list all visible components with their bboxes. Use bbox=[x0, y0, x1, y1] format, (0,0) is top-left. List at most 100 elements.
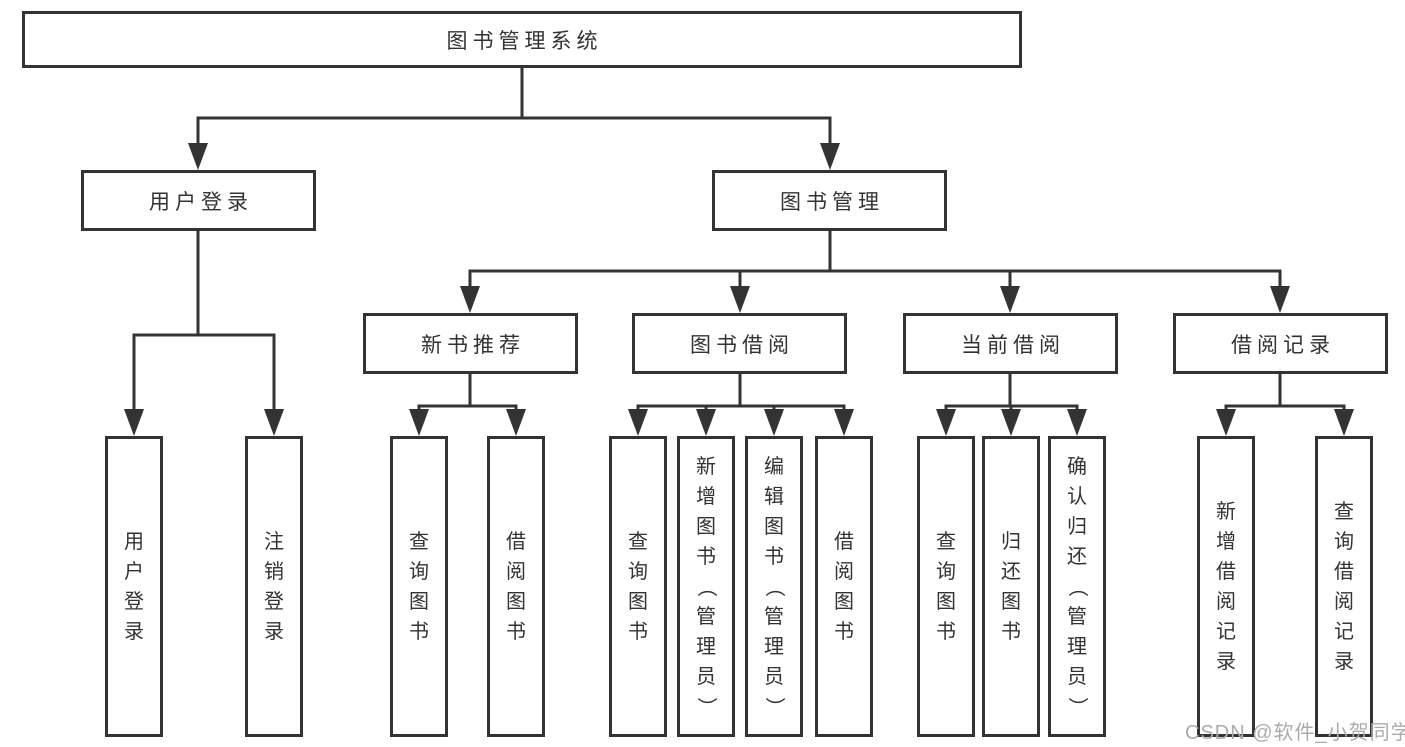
vertical-char: 书 bbox=[1001, 620, 1021, 643]
node-book-management: 图书管理 bbox=[712, 170, 947, 231]
vertical-char: 录 bbox=[1216, 650, 1236, 673]
vertical-char: 登 bbox=[124, 590, 144, 613]
node-book-borrowing: 图书借阅 bbox=[632, 313, 847, 374]
node-label: 编辑图书（管理员） bbox=[763, 452, 785, 722]
vertical-char: 记 bbox=[1216, 620, 1236, 643]
vertical-char: （ bbox=[763, 576, 785, 597]
vertical-char: 图 bbox=[834, 590, 854, 613]
node-label: 新增借阅记录 bbox=[1216, 497, 1236, 677]
vertical-char: 归 bbox=[1001, 530, 1021, 553]
arrowhead-icon bbox=[460, 286, 480, 313]
vertical-char: 录 bbox=[264, 620, 284, 643]
vertical-char: 借 bbox=[506, 530, 526, 553]
arrowhead-icon bbox=[696, 409, 716, 436]
vertical-char: 录 bbox=[1334, 650, 1354, 673]
vertical-char: 辑 bbox=[764, 485, 784, 508]
node-library-management-system: 图书管理系统 bbox=[22, 11, 1022, 68]
vertical-char: 书 bbox=[628, 620, 648, 643]
node-label: 借阅图书 bbox=[834, 527, 854, 647]
vertical-char: 管 bbox=[764, 605, 784, 628]
node-return-books: 归还图书 bbox=[982, 436, 1040, 737]
vertical-char: 确 bbox=[1067, 455, 1087, 478]
node-label: 借阅图书 bbox=[506, 527, 526, 647]
node-label: 确认归还（管理员） bbox=[1066, 452, 1088, 722]
node-label: 借阅记录 bbox=[1231, 333, 1335, 357]
node-add-books-admin: 新增图书（管理员） bbox=[677, 436, 735, 737]
arrowhead-icon bbox=[1001, 409, 1021, 436]
node-query-books-borrowing: 查询图书 bbox=[609, 436, 667, 737]
vertical-char: 用 bbox=[124, 530, 144, 553]
vertical-char: 登 bbox=[264, 590, 284, 613]
watermark: CSDN @软件_小贺同学 bbox=[1185, 722, 1405, 744]
vertical-char: 图 bbox=[409, 590, 429, 613]
vertical-char: （ bbox=[695, 576, 717, 597]
vertical-char: 图 bbox=[506, 590, 526, 613]
node-borrowing-records: 借阅记录 bbox=[1173, 313, 1388, 374]
node-new-book-recommend: 新书推荐 bbox=[363, 313, 578, 374]
arrowhead-icon bbox=[1000, 286, 1020, 313]
vertical-char: 阅 bbox=[1334, 590, 1354, 613]
node-label: 注销登录 bbox=[264, 527, 284, 647]
vertical-char: 管 bbox=[696, 605, 716, 628]
arrowhead-icon bbox=[188, 143, 208, 170]
vertical-char: 图 bbox=[764, 515, 784, 538]
vertical-char: 录 bbox=[124, 620, 144, 643]
vertical-char: 借 bbox=[1216, 560, 1236, 583]
node-query-borrow-record: 查询借阅记录 bbox=[1315, 436, 1373, 737]
vertical-char: 图 bbox=[696, 515, 716, 538]
vertical-char: （ bbox=[1066, 576, 1088, 597]
node-borrow-books-leaf: 借阅图书 bbox=[815, 436, 873, 737]
node-query-books-current: 查询图书 bbox=[917, 436, 975, 737]
vertical-char: 书 bbox=[506, 620, 526, 643]
node-label: 新增图书（管理员） bbox=[695, 452, 717, 722]
arrowhead-icon bbox=[1216, 409, 1236, 436]
arrowhead-icon bbox=[264, 409, 284, 436]
node-label: 用户登录 bbox=[149, 190, 253, 214]
vertical-char: 图 bbox=[628, 590, 648, 613]
vertical-char: 新 bbox=[1216, 500, 1236, 523]
vertical-char: 书 bbox=[936, 620, 956, 643]
vertical-char: 还 bbox=[1001, 560, 1021, 583]
vertical-char: 查 bbox=[936, 530, 956, 553]
vertical-char: 阅 bbox=[834, 560, 854, 583]
node-logout: 注销登录 bbox=[245, 436, 303, 737]
arrowhead-icon bbox=[1270, 286, 1290, 313]
node-query-books-recommend: 查询图书 bbox=[390, 436, 448, 737]
vertical-char: 理 bbox=[764, 635, 784, 658]
vertical-char: 书 bbox=[696, 545, 716, 568]
vertical-char: 注 bbox=[264, 530, 284, 553]
node-current-borrowing: 当前借阅 bbox=[903, 313, 1118, 374]
vertical-char: 记 bbox=[1334, 620, 1354, 643]
arrowhead-icon bbox=[409, 409, 429, 436]
node-label: 当前借阅 bbox=[961, 333, 1065, 357]
node-borrow-books-recommend: 借阅图书 bbox=[487, 436, 545, 737]
vertical-char: 新 bbox=[696, 455, 716, 478]
node-label: 查询借阅记录 bbox=[1334, 497, 1354, 677]
vertical-char: 理 bbox=[696, 635, 716, 658]
vertical-char: 查 bbox=[409, 530, 429, 553]
vertical-char: 户 bbox=[124, 560, 144, 583]
vertical-char: 增 bbox=[696, 485, 716, 508]
arrowhead-icon bbox=[834, 409, 854, 436]
arrowhead-icon bbox=[1067, 409, 1087, 436]
vertical-char: 图 bbox=[936, 590, 956, 613]
node-label: 归还图书 bbox=[1001, 527, 1021, 647]
vertical-char: ） bbox=[763, 696, 785, 717]
vertical-char: 查 bbox=[628, 530, 648, 553]
vertical-char: 借 bbox=[834, 530, 854, 553]
vertical-char: 查 bbox=[1334, 500, 1354, 523]
arrowhead-icon bbox=[936, 409, 956, 436]
node-label: 新书推荐 bbox=[421, 333, 525, 357]
vertical-char: 理 bbox=[1067, 635, 1087, 658]
vertical-char: 询 bbox=[409, 560, 429, 583]
vertical-char: 书 bbox=[764, 545, 784, 568]
vertical-char: 管 bbox=[1067, 605, 1087, 628]
vertical-char: 书 bbox=[834, 620, 854, 643]
node-add-borrow-record: 新增借阅记录 bbox=[1197, 436, 1255, 737]
vertical-char: 询 bbox=[1334, 530, 1354, 553]
node-label: 查询图书 bbox=[628, 527, 648, 647]
node-user-login-leaf: 用户登录 bbox=[105, 436, 163, 737]
vertical-char: 认 bbox=[1067, 485, 1087, 508]
arrowhead-icon bbox=[1334, 409, 1354, 436]
